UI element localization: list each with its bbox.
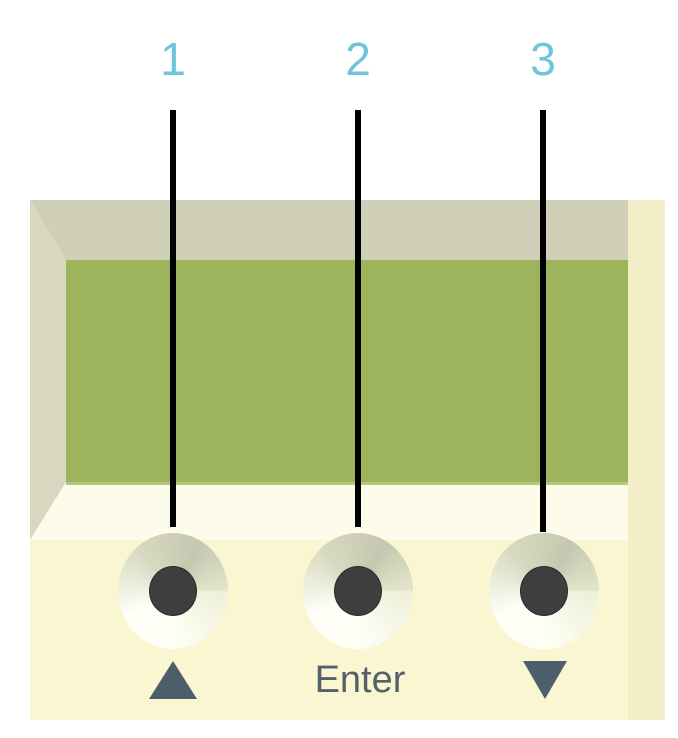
callout-number-2: 2 <box>345 33 371 85</box>
button-knob <box>520 566 568 616</box>
button-knob <box>334 566 382 616</box>
callout-number-3: 3 <box>530 33 556 85</box>
down-arrow-icon <box>515 655 575 705</box>
down-button[interactable] <box>489 533 599 649</box>
enter-label: Enter <box>314 658 406 701</box>
lcd-display <box>66 260 628 485</box>
enter-button[interactable] <box>303 533 413 649</box>
callout-number-1: 1 <box>160 33 186 85</box>
callout-line-2 <box>355 110 361 527</box>
panel-bevel <box>30 200 628 540</box>
up-arrow-icon <box>143 655 203 705</box>
callout-line-3 <box>540 110 546 532</box>
panel-edge <box>628 200 665 720</box>
button-knob <box>149 566 197 616</box>
callout-line-1 <box>170 110 176 527</box>
up-button[interactable] <box>118 533 228 649</box>
